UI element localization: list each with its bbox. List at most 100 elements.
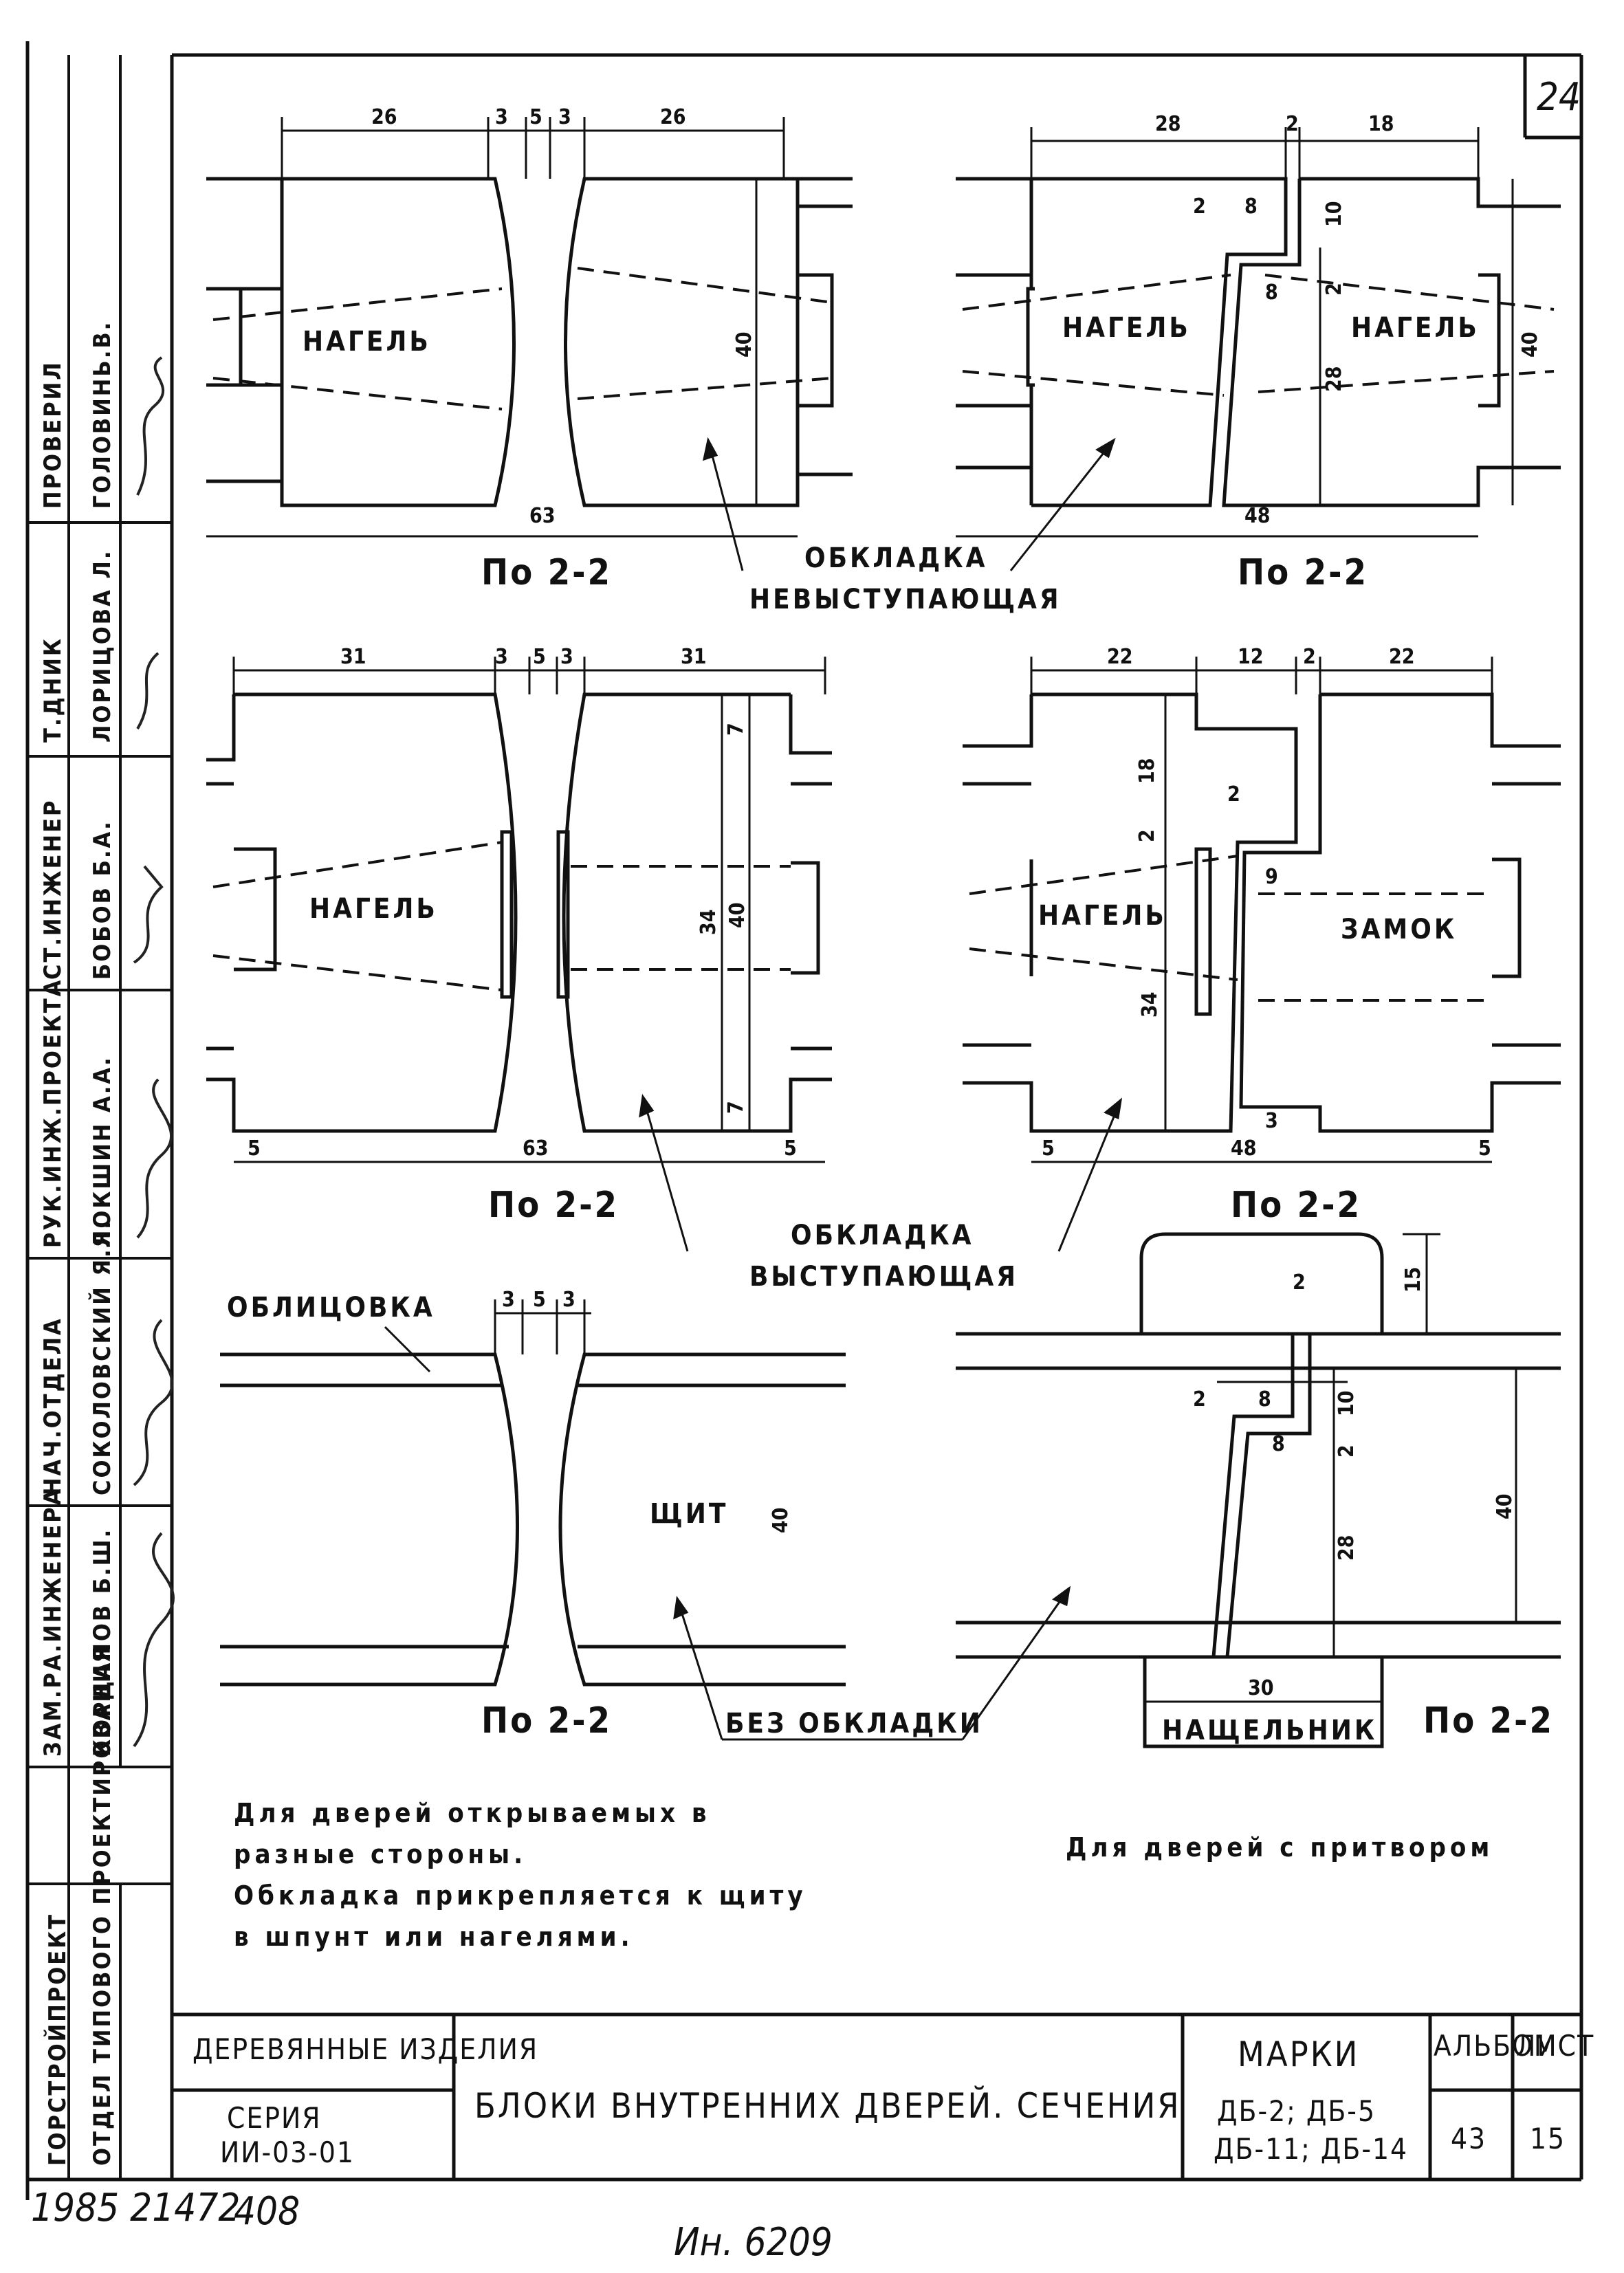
- stamp-name-4: ЛОКШИН А.А.: [89, 1055, 116, 1248]
- p1-dim-bottom: 63: [529, 504, 556, 528]
- p6-dim-s7: 2: [1335, 1445, 1359, 1458]
- p4-dim-s1: 2: [1135, 829, 1159, 842]
- p3-dim-i4: 7: [724, 1101, 748, 1114]
- stamp-name-5: СОКОЛОВСКИЙ Я.Я.: [88, 1219, 116, 1495]
- p1-dim-4: 3: [558, 105, 571, 129]
- stamp-org-sub: ОТДЕЛ ТИПОВОГО ПРОЕКТИРОВАНИЯ: [89, 1645, 116, 2166]
- section-panel-6-text: 2 15 2 8 10 8 2 28 40 30 НАЩЕЛЬНИК По 2-…: [1162, 1266, 1554, 1746]
- callout-1-line-1: ОБКЛАДКА: [804, 542, 987, 574]
- p5-label-cladding: ОБЛИЦОВКА: [227, 1292, 435, 1324]
- p6-dim-s3: 2: [1193, 1387, 1206, 1412]
- p6-dim-s8: 28: [1335, 1535, 1359, 1561]
- p2-dim-s5: 2: [1322, 283, 1346, 296]
- notes-left: Для дверей открываемых в разные стороны.…: [234, 1798, 807, 1952]
- p1-dim-1: 26: [371, 105, 397, 129]
- p2-dim-3: 18: [1368, 112, 1394, 136]
- p4-dim-s5: 34: [1138, 991, 1162, 1018]
- p6-dim-bottom: 30: [1248, 1676, 1274, 1700]
- tb-album-label: АЛЬБОМ: [1434, 2029, 1557, 2063]
- p4-dim-2: 12: [1238, 645, 1264, 669]
- p4-dim-1: 22: [1107, 645, 1133, 669]
- p1-dim-height: 40: [732, 331, 756, 358]
- callout-2: [639, 1094, 1123, 1252]
- stamp-role-2: Т.ДНИК: [39, 637, 67, 743]
- p2-dim-1: 28: [1155, 112, 1181, 136]
- p2-label-right: НАГЕЛЬ: [1351, 312, 1480, 344]
- section-panel-1-text: 26 3 5 3 26 63 40 НАГЕЛЬ По 2-2: [303, 105, 756, 593]
- tb-sheet: 15: [1530, 2122, 1566, 2155]
- p6-dim-s1: 2: [1293, 1271, 1306, 1295]
- p2-dim-s3: 10: [1322, 201, 1346, 227]
- p3-dim-i3: 40: [725, 902, 749, 928]
- p3-dim-1: 31: [340, 645, 366, 669]
- section-panel-4-text: 22 12 2 22 2 18 2 9 34 3 48 5 5 НАГЕЛЬ З…: [1038, 645, 1491, 1226]
- section-panel-1: [206, 117, 853, 538]
- stamp-names: ГОЛОВИНЬ.В. ЛОРИЦОВА Л. БОБОВ Б.А. ЛОКШИ…: [88, 320, 116, 1757]
- p6-dim-s4: 8: [1258, 1387, 1271, 1412]
- stamp-name-6: КОРДАНОВ Б.Ш.: [89, 1528, 116, 1757]
- p4-dim-side-r: 5: [1478, 1136, 1491, 1161]
- p3-dim-i1: 7: [724, 723, 748, 736]
- section-panel-3-text: 31 3 5 3 31 63 5 5 7 34 40 7 НАГЕЛЬ По 2…: [248, 645, 797, 1226]
- tb-marks-line2: ДБ-11; ДБ-14: [1214, 2132, 1408, 2166]
- section-panel-4: [963, 657, 1561, 1163]
- section-panel-2: [956, 127, 1561, 538]
- stamp-name-2: ЛОРИЦОВА Л.: [89, 549, 116, 743]
- note-right: Для дверей с притвором: [1066, 1832, 1493, 1863]
- p2-dim-bottom: 48: [1244, 504, 1271, 528]
- callout-3-label: БЕЗ ОБКЛАДКИ: [725, 1708, 983, 1739]
- section-panel-2-text: 28 2 18 2 8 10 8 2 28 48 40 НАГЕЛЬ НАГЕЛ…: [1062, 112, 1542, 593]
- p3-dim-2: 3: [495, 645, 508, 669]
- footer-handwriting: 1985 21472 408 Ин. 6209: [31, 2186, 833, 2265]
- tb-sheet-label: ЛИСТ: [1516, 2029, 1594, 2063]
- callout-2-line-1: ОБКЛАДКА: [791, 1220, 974, 1251]
- p4-dim-3: 2: [1303, 645, 1316, 669]
- p3-dim-5: 31: [681, 645, 707, 669]
- p6-label-bottom: НАЩЕЛЬНИК: [1162, 1715, 1377, 1746]
- stamp-org: ГОРСТРОЙПРОЕКТ: [43, 1913, 72, 2166]
- p5-section: По 2-2: [481, 1700, 612, 1742]
- p2-dim-s4: 8: [1265, 281, 1278, 305]
- tb-category: ДЕРЕВЯННЫЕ ИЗДЕЛИЯ: [193, 2032, 538, 2066]
- p3-section: По 2-2: [488, 1185, 619, 1226]
- section-panel-5-text: 3 5 3 40 ОБЛИЦОВКА ЩИТ По 2-2: [227, 1288, 793, 1742]
- p3-dim-bottom: 63: [523, 1136, 549, 1161]
- note-line-4: в шпунт или нагелями.: [234, 1922, 634, 1952]
- p4-dim-s2: 18: [1135, 758, 1159, 784]
- callout-3: [673, 1585, 1071, 1741]
- p5-dim-2: 5: [533, 1288, 546, 1312]
- p5-label: ЩИТ: [650, 1498, 728, 1530]
- stamp-roles: ПРОВЕРИЛ Т.ДНИК СТ.ИНЖЕНЕР РУК.ИНЖ.ПРОЕК…: [39, 360, 67, 1757]
- tb-title: БЛОКИ ВНУТРЕННИХ ДВЕРЕЙ. СЕЧЕНИЯ: [474, 2085, 1181, 2126]
- tb-marks-line1: ДБ-2; ДБ-5: [1217, 2094, 1376, 2128]
- stamp-role-6: ЗАМ.РА.ИНЖЕНЕРА: [39, 1487, 67, 1757]
- p3-dim-i2: 34: [696, 909, 721, 935]
- p2-dim-height: 40: [1518, 331, 1542, 358]
- p4-dim-s6: 3: [1265, 1109, 1278, 1133]
- stamp-name-3: БОБОВ Б.А.: [89, 820, 116, 980]
- note-line-2: разные стороны.: [234, 1839, 527, 1869]
- p3-dim-3: 5: [533, 645, 546, 669]
- callout-1-line-2: НЕВЫСТУПАЮЩАЯ: [749, 584, 1062, 615]
- p1-dim-2: 3: [495, 105, 508, 129]
- stamp-role-4: РУК.ИНЖ.ПРОЕКТА: [39, 978, 67, 1248]
- sheet-number: 24: [1537, 75, 1581, 120]
- p6-dim-s9: 40: [1493, 1493, 1517, 1519]
- p1-dim-5: 26: [660, 105, 686, 129]
- stamp-role-1: ПРОВЕРИЛ: [39, 360, 67, 509]
- p6-section: По 2-2: [1423, 1700, 1554, 1742]
- p2-dim-s6: 28: [1322, 366, 1346, 392]
- stamp-role-3: СТ.ИНЖЕНЕР: [39, 799, 67, 980]
- p6-dim-s2: 15: [1401, 1266, 1425, 1293]
- p2-section: По 2-2: [1238, 552, 1368, 593]
- stamp-name-1: ГОЛОВИНЬ.В.: [89, 320, 116, 509]
- note-line-3: Обкладка прикрепляется к щиту: [234, 1880, 807, 1911]
- section-panel-3: [206, 657, 832, 1163]
- callout-2-line-2: ВЫСТУПАЮЩАЯ: [749, 1261, 1018, 1293]
- p3-dim-side-r: 5: [784, 1136, 797, 1161]
- footer-inventory: Ин. 6209: [674, 2220, 833, 2265]
- footer-code: 408: [234, 2189, 300, 2234]
- p2-dim-s2: 8: [1244, 195, 1258, 219]
- sheet-frame: [25, 41, 1583, 2200]
